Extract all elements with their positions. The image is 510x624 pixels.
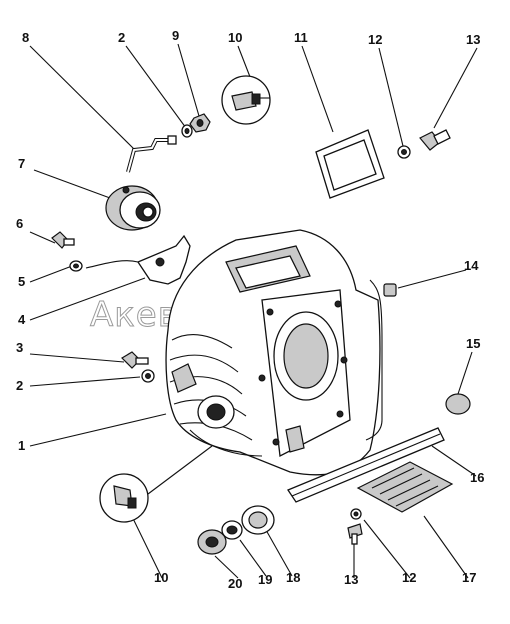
callout-2b: 2 <box>16 378 23 393</box>
bushing <box>197 529 227 555</box>
bolt-bottom <box>347 523 363 545</box>
callout-10b: 10 <box>154 570 168 585</box>
shaft <box>287 279 445 503</box>
washer-mid-left <box>141 369 155 383</box>
cover-plate <box>356 461 454 513</box>
detail-view-fitting-top <box>221 75 271 125</box>
callout-12b: 12 <box>402 570 416 585</box>
bolt-top-right <box>419 129 451 151</box>
callout-15: 15 <box>466 336 480 351</box>
callout-7: 7 <box>18 156 25 171</box>
ring <box>221 520 243 540</box>
callout-11: 11 <box>294 30 308 45</box>
callout-8: 8 <box>22 30 29 45</box>
callout-14: 14 <box>464 258 479 273</box>
washer-left <box>69 260 83 272</box>
release-fork <box>85 234 191 285</box>
cap <box>445 393 471 415</box>
callout-1: 1 <box>18 438 25 453</box>
detail-view-fitting-bottom <box>99 473 149 523</box>
plug <box>383 283 397 297</box>
bolt-mid-left <box>121 351 149 369</box>
callout-4: 4 <box>18 312 26 327</box>
washer-bottom <box>350 508 362 520</box>
callout-6: 6 <box>16 216 23 231</box>
cover-gasket <box>315 129 385 199</box>
callout-19: 19 <box>258 572 272 587</box>
callout-17: 17 <box>462 570 476 585</box>
callout-10: 10 <box>228 30 242 45</box>
bolt-left <box>51 231 75 249</box>
callout-9: 9 <box>172 28 179 43</box>
callout-12: 12 <box>368 32 382 47</box>
nut-top <box>189 113 211 133</box>
callout-labels: 8 2 9 10 11 12 13 7 6 5 4 14 15 3 2 1 16… <box>16 28 484 591</box>
callout-3: 3 <box>16 340 23 355</box>
callout-5: 5 <box>18 274 25 289</box>
callout-13b: 13 <box>344 572 358 587</box>
clutch-housing <box>165 229 381 476</box>
washer-top <box>181 124 193 138</box>
oil-pipe <box>126 135 177 173</box>
callout-16: 16 <box>470 470 484 485</box>
callout-20: 20 <box>228 576 242 591</box>
callout-13: 13 <box>466 32 480 47</box>
oil-seal <box>241 505 275 535</box>
callout-2: 2 <box>118 30 125 45</box>
release-bearing <box>105 185 161 231</box>
leader-lines <box>29 43 478 579</box>
callout-18: 18 <box>286 570 300 585</box>
washer-top-right <box>397 145 411 159</box>
